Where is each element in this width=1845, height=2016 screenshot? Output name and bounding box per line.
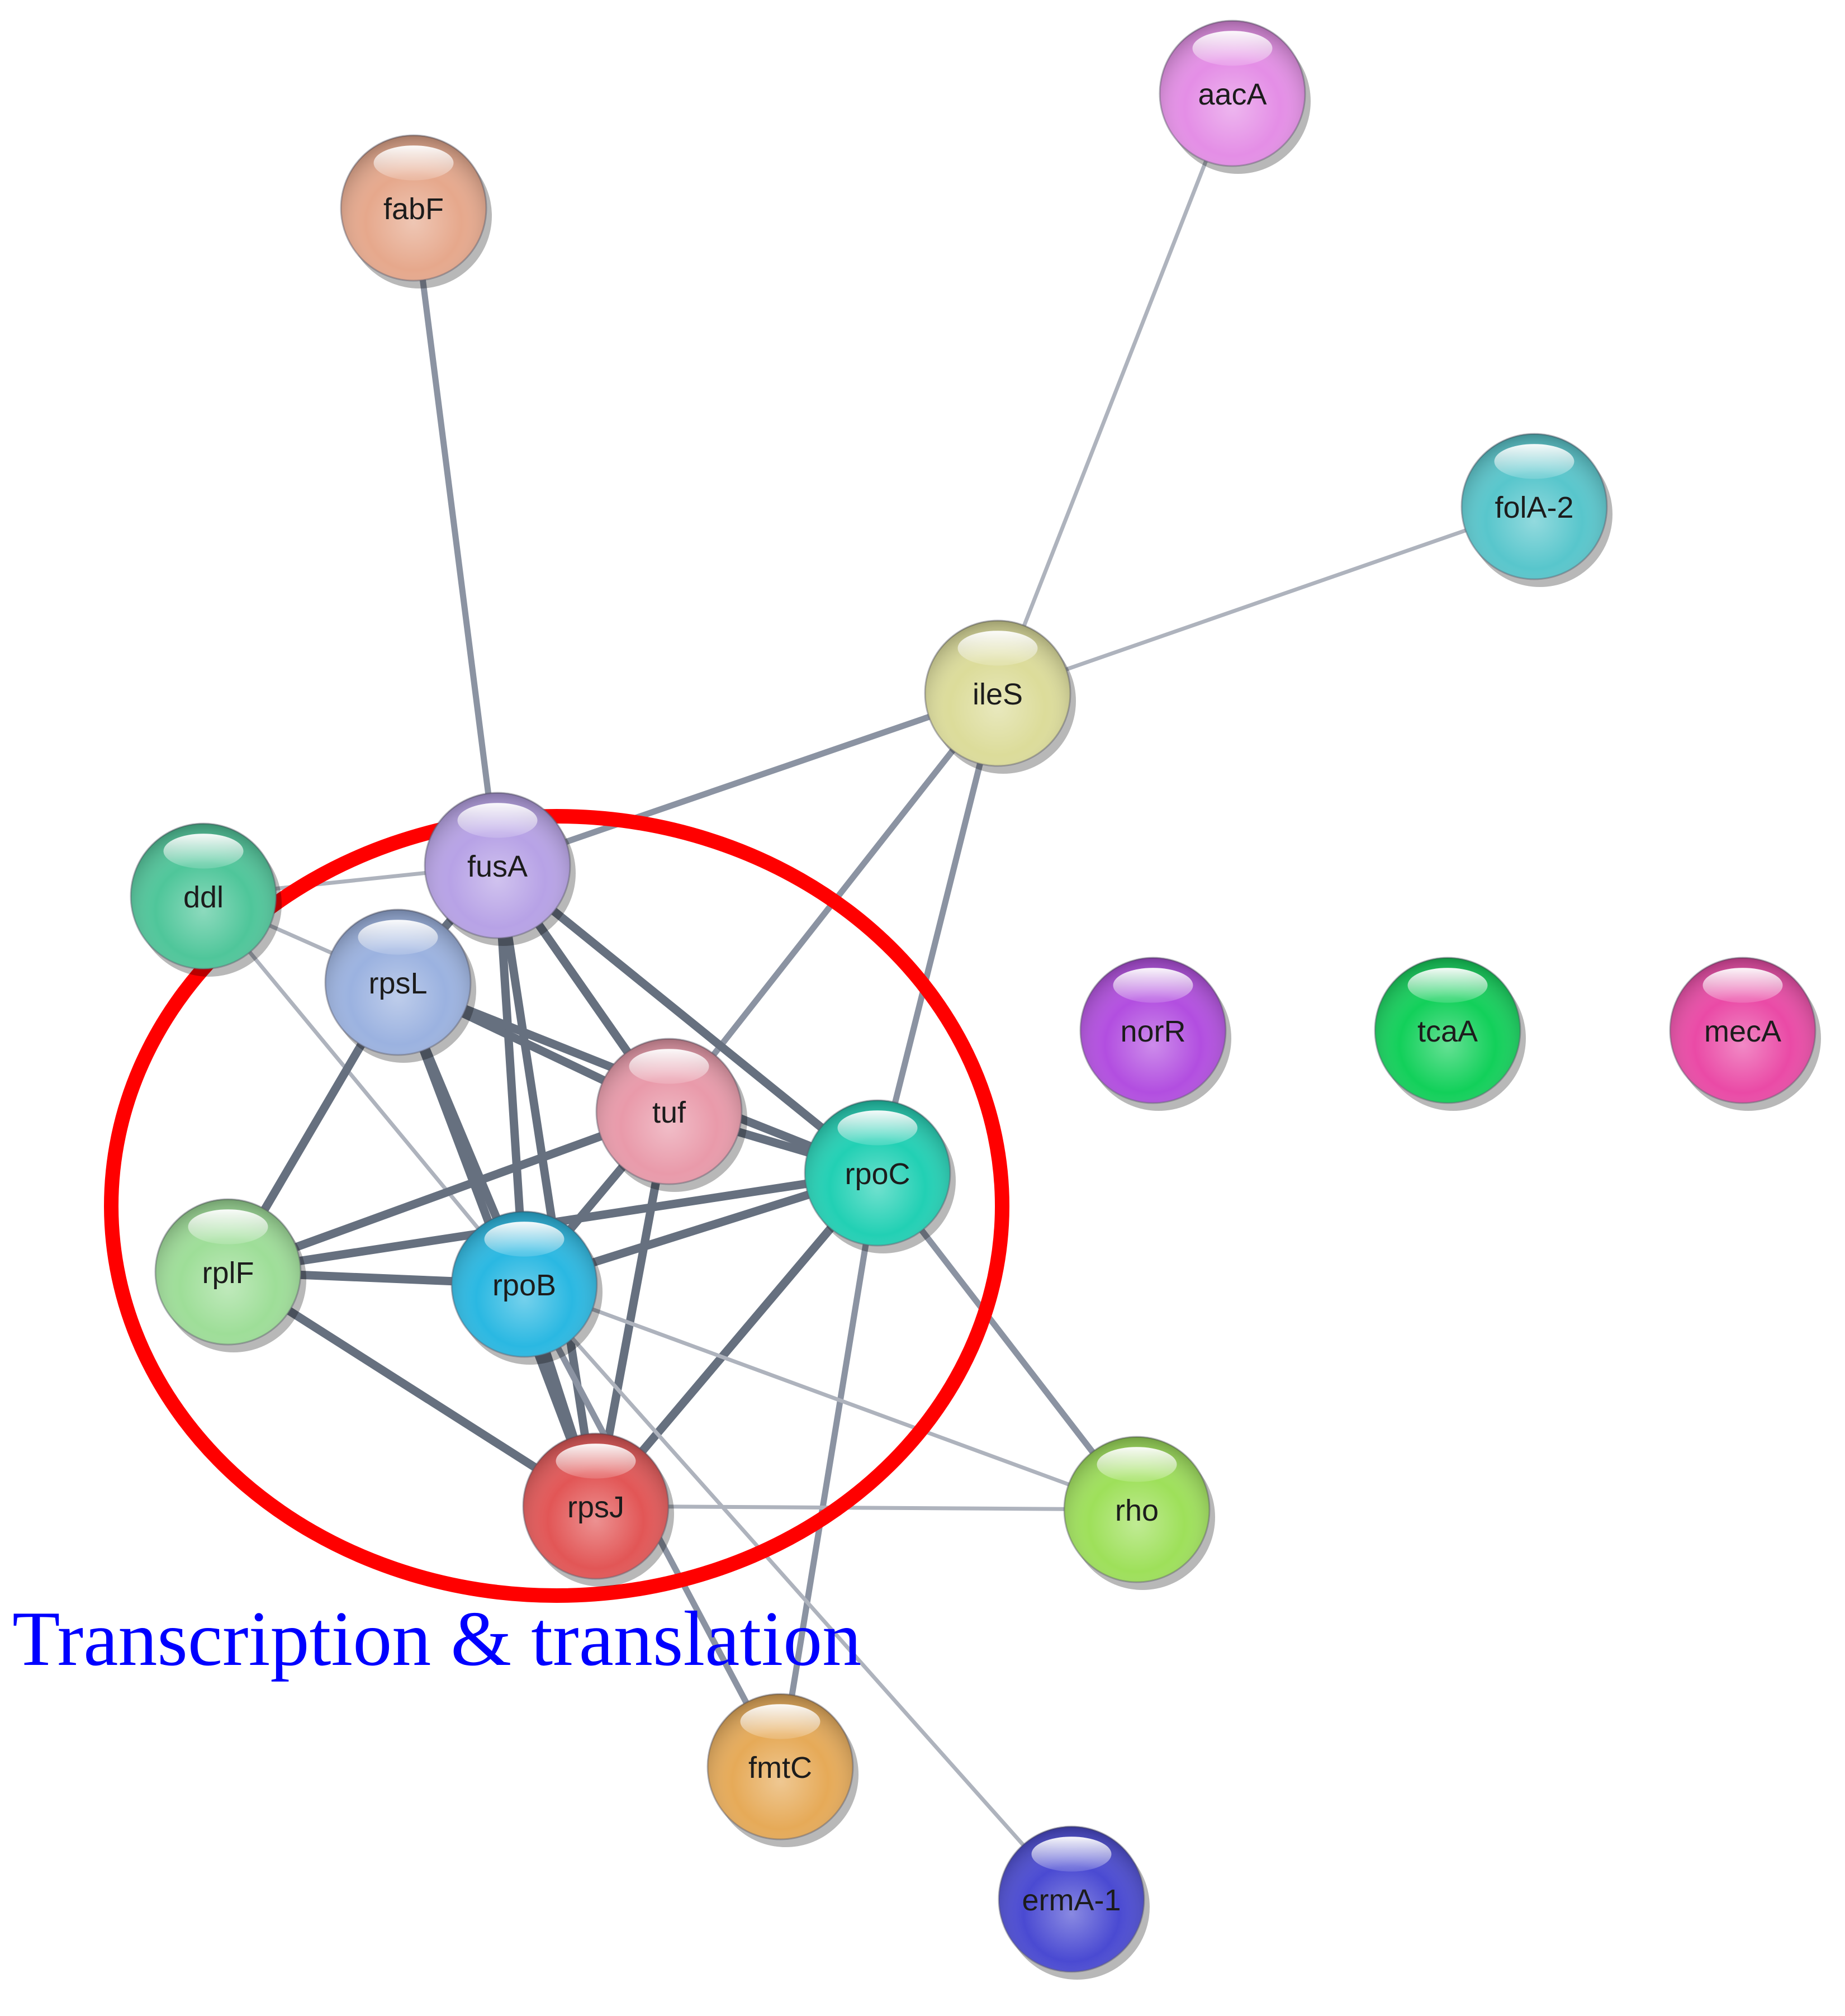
edge-fusA-rpsJ	[493, 861, 600, 1511]
node-mecA[interactable]: mecA	[1669, 957, 1821, 1111]
node-rpoB[interactable]: rpoB	[450, 1210, 603, 1365]
node-gloss	[457, 803, 538, 838]
node-label: norR	[1120, 1015, 1185, 1048]
node-label: rpsJ	[567, 1490, 624, 1524]
edge-folA-2-ileS	[995, 504, 1536, 695]
cluster-caption: Transcription & translation	[12, 1596, 861, 1682]
edge-fusA-rpoC	[493, 861, 882, 1177]
edge-rpoC-fmtC	[777, 1170, 881, 1770]
node-gloss	[1407, 968, 1488, 1003]
node-gloss	[1192, 31, 1273, 66]
node-rho[interactable]: rho	[1063, 1436, 1215, 1590]
node-shading	[341, 135, 486, 281]
node-shading	[805, 1100, 950, 1246]
node-label: rplF	[202, 1256, 254, 1290]
edge-tuf-rplF	[224, 1107, 674, 1276]
edge-rpsJ-rho	[594, 1504, 1139, 1512]
node-shading	[596, 1039, 742, 1184]
node-gloss	[188, 1209, 268, 1244]
node-gloss	[373, 145, 454, 181]
node-gloss	[1702, 968, 1783, 1003]
node-gloss	[1031, 1837, 1112, 1872]
node-shading	[131, 824, 276, 969]
node-tuf[interactable]: tuf	[595, 1038, 747, 1192]
protein-nodes: aacA fabF folA-2 ileS fusA ddl rpsL tuf rpoC rplF…	[130, 20, 1821, 1980]
node-label: rpoC	[845, 1157, 910, 1191]
node-shading	[1160, 21, 1305, 166]
node-shading	[1462, 434, 1607, 579]
node-rpsJ[interactable]: rpsJ	[522, 1432, 674, 1587]
node-gloss	[163, 834, 244, 869]
node-label: fmtC	[748, 1751, 812, 1785]
node-ddl[interactable]: ddl	[130, 822, 282, 977]
node-aacA[interactable]: aacA	[1159, 20, 1311, 174]
node-label: rpoB	[492, 1269, 556, 1302]
node-label: ddl	[183, 881, 224, 914]
node-shading	[523, 1433, 668, 1579]
node-shading	[452, 1212, 597, 1357]
node-shading	[925, 621, 1070, 766]
edge-rpoB-ermA-1	[522, 1282, 1074, 1901]
node-label: mecA	[1704, 1015, 1781, 1048]
node-rpsL[interactable]: rpsL	[324, 908, 476, 1063]
node-label: tcaA	[1417, 1015, 1478, 1048]
node-shading	[425, 793, 570, 938]
node-label: tuf	[652, 1096, 686, 1129]
edge-rpoC-rpsJ	[591, 1168, 882, 1511]
node-fmtC[interactable]: fmtC	[706, 1693, 859, 1847]
node-gloss	[358, 920, 438, 955]
node-label: ileS	[973, 678, 1023, 711]
node-gloss	[837, 1110, 918, 1146]
node-rplF[interactable]: rplF	[154, 1198, 306, 1352]
node-label: ermA-1	[1022, 1884, 1121, 1917]
node-gloss	[957, 631, 1038, 666]
highlight-ellipse	[104, 809, 1009, 1603]
node-label: fusA	[467, 850, 528, 883]
node-shading	[1080, 958, 1226, 1103]
node-shading	[1375, 958, 1520, 1103]
node-tcaA[interactable]: tcaA	[1374, 957, 1526, 1111]
node-gloss	[629, 1049, 709, 1084]
node-label: rho	[1115, 1494, 1159, 1527]
edge-fabF-fusA	[410, 205, 501, 869]
node-rpoC[interactable]: rpoC	[804, 1099, 956, 1253]
node-shading	[1064, 1437, 1210, 1582]
edge-ddl-rpoB	[201, 894, 527, 1286]
node-shading	[1670, 958, 1815, 1103]
node-gloss	[740, 1704, 820, 1739]
node-ermA-1[interactable]: ermA-1	[998, 1825, 1150, 1980]
node-gloss	[1113, 968, 1193, 1003]
node-label: folA-2	[1495, 491, 1573, 524]
edge-rplF-rpsJ	[224, 1267, 600, 1511]
node-shading	[708, 1694, 853, 1839]
node-fabF[interactable]: fabF	[340, 134, 492, 288]
edge-ileS-fusA	[494, 690, 1001, 869]
node-shading	[155, 1199, 301, 1345]
node-label: aacA	[1198, 78, 1267, 111]
node-gloss	[1097, 1447, 1177, 1482]
node-ileS[interactable]: ileS	[924, 619, 1076, 774]
node-label: fabF	[383, 192, 444, 226]
node-shading	[325, 910, 471, 1055]
node-label: rpsL	[368, 967, 427, 1000]
node-gloss	[484, 1222, 565, 1257]
node-folA-2[interactable]: folA-2	[1460, 433, 1612, 587]
node-fusA[interactable]: fusA	[424, 792, 576, 946]
edge-ileS-rpoC	[874, 690, 1001, 1176]
node-gloss	[556, 1444, 636, 1479]
node-norR[interactable]: norR	[1079, 957, 1231, 1111]
edge-aacA-ileS	[995, 91, 1235, 695]
node-shading	[999, 1826, 1144, 1972]
edge-rpoB-rho	[522, 1282, 1139, 1512]
node-gloss	[1494, 444, 1574, 479]
